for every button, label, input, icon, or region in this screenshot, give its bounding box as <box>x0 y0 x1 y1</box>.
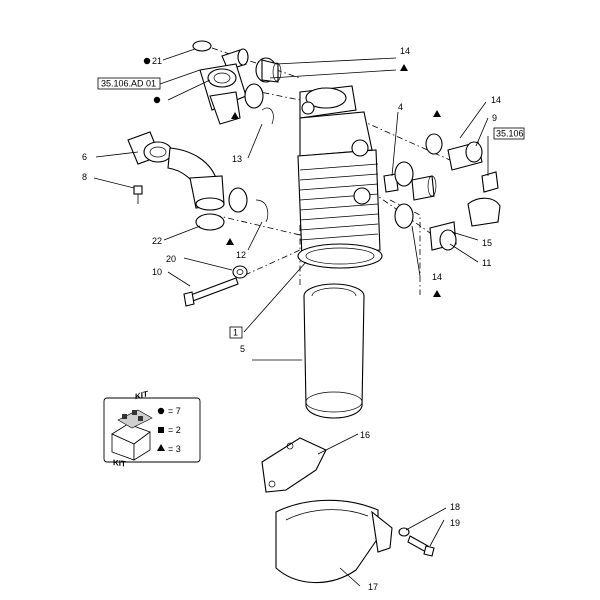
housing-ribs <box>299 163 379 241</box>
callout-13: 13 <box>232 154 242 164</box>
legend-circle-symbol <box>157 407 165 415</box>
callout-1: 1 <box>233 328 238 338</box>
top-fitting <box>199 48 249 125</box>
kit-label-left: KIT <box>113 458 126 469</box>
callout-20: 20 <box>166 254 176 264</box>
circle-marker <box>143 57 151 65</box>
kit-box-icon: KIT KIT <box>111 389 153 469</box>
callout-9: 9 <box>492 113 497 123</box>
callout-35-106-ad-01: 35.106.AD 01 <box>101 79 156 89</box>
callout-14-top: 14 <box>400 46 410 56</box>
legend-square-count: = 2 <box>168 425 181 435</box>
part-6-elbow-fitting <box>127 131 225 211</box>
reference-box-35-106 <box>493 127 525 140</box>
callout-11: 11 <box>482 258 491 268</box>
callout-18: 18 <box>450 502 460 512</box>
callout-16: 16 <box>360 430 370 440</box>
triangle-marker <box>231 112 239 119</box>
reference-box-35-106-ad-01 <box>97 77 161 90</box>
callout-19: 19 <box>450 518 460 528</box>
part-9-pipe <box>447 141 501 227</box>
callout-35-106: 35.106 <box>496 129 524 139</box>
callout-15: 15 <box>482 238 492 248</box>
filter-housing <box>297 85 383 269</box>
callout-10: 10 <box>152 267 162 277</box>
callout-14-lower: 14 <box>432 272 442 282</box>
part-21-oring <box>192 40 212 52</box>
triangle-marker <box>433 110 441 117</box>
part-16-bracket <box>261 437 327 493</box>
callout-17: 17 <box>368 582 378 592</box>
callout-5: 5 <box>240 344 245 354</box>
part-20-washer <box>232 265 248 279</box>
legend-circle-count: = 7 <box>168 406 181 416</box>
callout-labels: 21 35.106.AD 01 14 4 14 9 35.106 6 13 8 … <box>82 46 525 592</box>
callout-4: 4 <box>398 102 403 112</box>
kit-legend: KIT KIT = 7 = 2 = 3 <box>103 389 201 469</box>
callout-8: 8 <box>82 172 87 182</box>
triangle-marker <box>400 64 408 71</box>
callout-22: 22 <box>152 236 162 246</box>
kit-label-right: KIT <box>135 389 148 401</box>
callout-21: 21 <box>152 56 162 66</box>
part-22-gasket <box>195 213 225 231</box>
callout-14-right: 14 <box>491 95 501 105</box>
legend-square-symbol <box>158 427 164 433</box>
reference-box-1 <box>229 326 243 339</box>
part-5-filter-element <box>303 283 365 419</box>
part-10-bolt <box>183 277 239 307</box>
callout-6: 6 <box>82 152 87 162</box>
legend-triangle-symbol <box>157 444 165 451</box>
part-18-19-fasteners <box>398 527 435 557</box>
triangle-marker <box>433 290 441 297</box>
triangle-marker <box>226 238 234 245</box>
part-oring-upper <box>244 83 274 125</box>
right-seals <box>394 133 457 251</box>
part-8-screw <box>133 185 143 204</box>
part-17-shroud <box>275 499 393 584</box>
callout-12: 12 <box>236 250 246 260</box>
part-oring-lower <box>228 187 269 223</box>
kit-markers <box>143 57 441 297</box>
circle-marker <box>153 96 161 104</box>
part-14-top-sleeve <box>255 57 282 83</box>
callout-leaders <box>93 48 489 587</box>
legend-triangle-count: = 3 <box>168 444 181 454</box>
